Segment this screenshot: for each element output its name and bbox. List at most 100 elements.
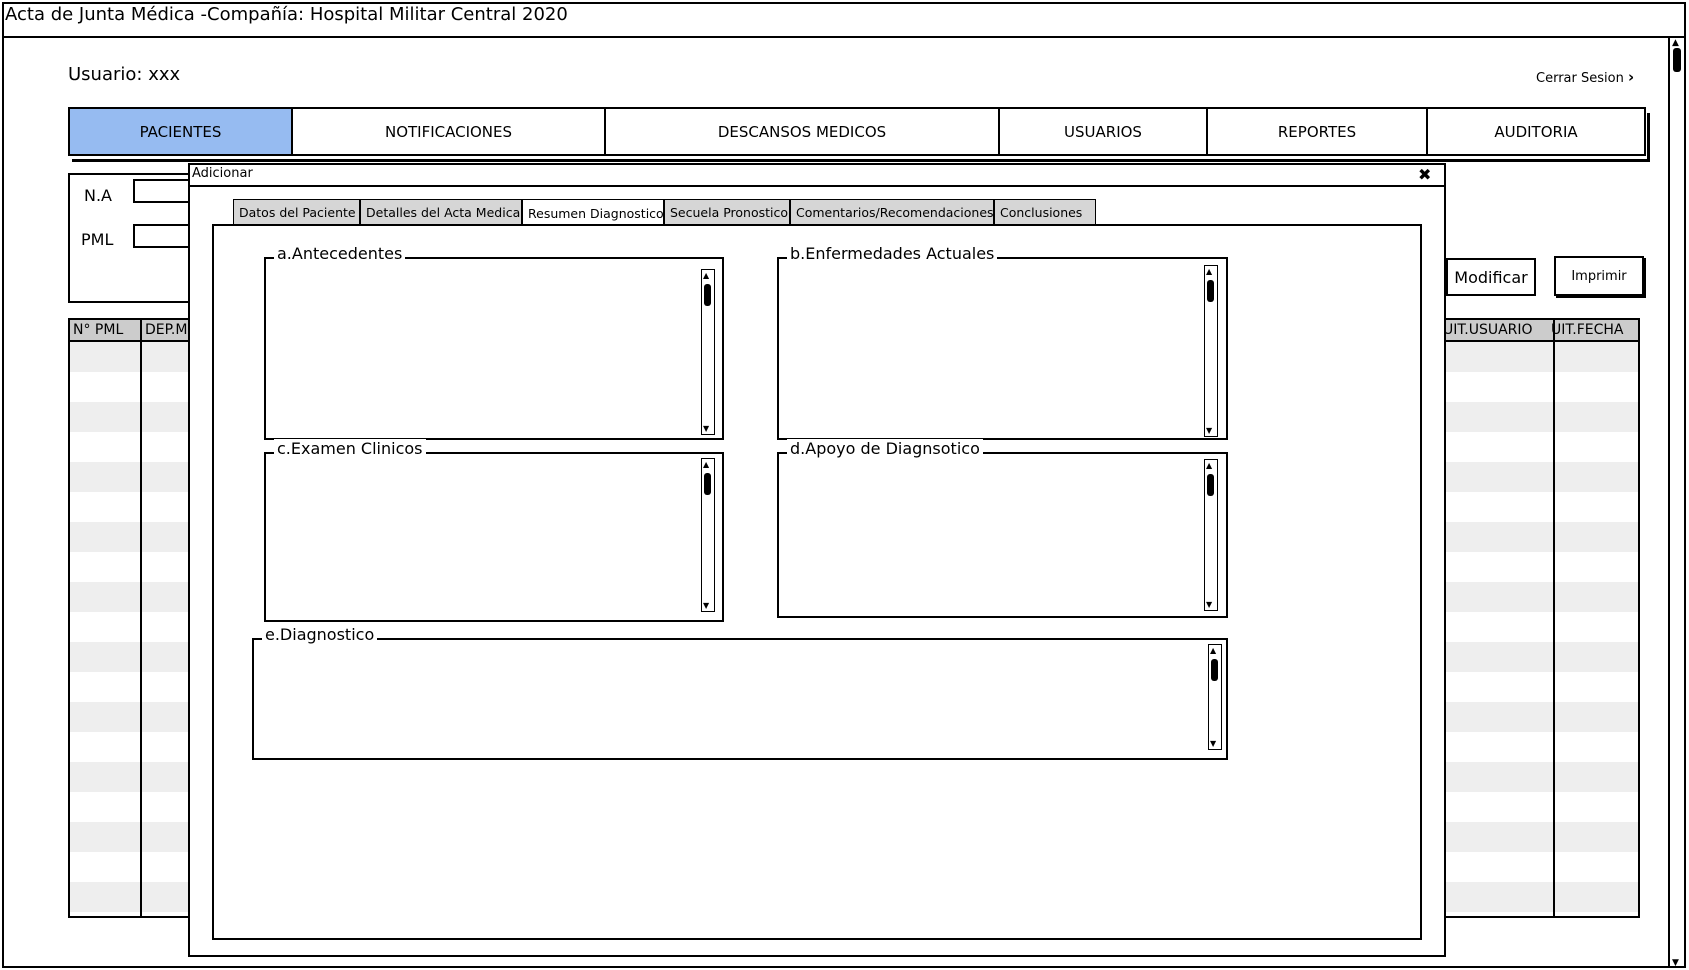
logout-label[interactable]: Cerrar Sesion <box>1536 71 1624 86</box>
table-row[interactable] <box>1440 882 1638 912</box>
table-row[interactable] <box>70 702 188 732</box>
enfermedades-textarea[interactable]: ▲ ▼ <box>777 257 1228 440</box>
table-row[interactable] <box>70 492 188 522</box>
col-header-dep-m[interactable]: DEP.M <box>145 322 188 338</box>
nav-tabs-shadow <box>72 113 1650 162</box>
table-row[interactable] <box>70 582 188 612</box>
diagnostico-textarea[interactable]: ▲ ▼ <box>252 638 1228 760</box>
window-body <box>2 36 1686 968</box>
scroll-thumb[interactable] <box>1207 474 1214 496</box>
scroll-thumb[interactable] <box>704 284 711 306</box>
table-row[interactable] <box>70 372 188 402</box>
scroll-down-icon[interactable]: ▼ <box>1210 739 1217 748</box>
scroll-down-icon[interactable]: ▼ <box>703 424 710 433</box>
col-header-uit-fecha[interactable]: UIT.FECHA <box>1551 322 1624 338</box>
tab-reportes[interactable]: REPORTES <box>1208 109 1428 154</box>
na-input[interactable] <box>133 179 203 203</box>
close-icon[interactable]: ✖ <box>1418 165 1432 184</box>
table-row[interactable] <box>1440 762 1638 792</box>
table-row[interactable] <box>70 342 188 372</box>
scroll-up-icon[interactable]: ▲ <box>703 271 710 280</box>
table-row[interactable] <box>1440 402 1638 432</box>
table-row[interactable] <box>1440 672 1638 702</box>
table-row[interactable] <box>1440 792 1638 822</box>
scroll-up-icon[interactable]: ▲ <box>1210 646 1217 655</box>
scroll-up-icon[interactable]: ▲ <box>1206 267 1213 276</box>
scroll-up-icon[interactable]: ▲ <box>1206 461 1213 470</box>
table-row[interactable] <box>70 552 188 582</box>
modal-tab-datos-paciente[interactable]: Datos del Paciente <box>233 199 360 224</box>
antecedentes-scrollbar[interactable]: ▲ ▼ <box>701 269 715 435</box>
table-row[interactable] <box>70 762 188 792</box>
table-row[interactable] <box>70 822 188 852</box>
table-row[interactable] <box>70 852 188 882</box>
modal-tab-detalles-acta[interactable]: Detalles del Acta Medica <box>360 199 522 224</box>
table-row[interactable] <box>1440 582 1638 612</box>
scroll-up-icon[interactable]: ▲ <box>703 460 710 469</box>
table-row[interactable] <box>70 732 188 762</box>
scroll-down-icon[interactable]: ▼ <box>703 601 710 610</box>
apoyo-scrollbar[interactable]: ▲ ▼ <box>1204 459 1218 611</box>
examen-scrollbar[interactable]: ▲ ▼ <box>701 458 715 612</box>
col-header-nro-pml[interactable]: N° PML <box>73 322 124 338</box>
page-scroll-thumb[interactable] <box>1673 48 1681 72</box>
scroll-thumb[interactable] <box>1211 659 1218 681</box>
table-row[interactable] <box>70 882 188 912</box>
apoyo-label: d.Apoyo de Diagnsotico <box>787 439 983 458</box>
scroll-thumb[interactable] <box>704 473 711 495</box>
table-row[interactable] <box>1440 642 1638 672</box>
logout-link[interactable]: Cerrar Sesion › <box>1536 68 1634 86</box>
diagnostico-scrollbar[interactable]: ▲ ▼ <box>1208 644 1222 750</box>
table-row[interactable] <box>1440 372 1638 402</box>
modal-tab-resumen-diagnostico[interactable]: Resumen Diagnostico <box>522 199 664 226</box>
table-row[interactable] <box>70 522 188 552</box>
modal-tab-conclusiones[interactable]: Conclusiones <box>994 199 1096 224</box>
table-row[interactable] <box>1440 432 1638 462</box>
scroll-down-icon[interactable]: ▼ <box>1206 600 1213 609</box>
table-row[interactable] <box>70 402 188 432</box>
table-row[interactable] <box>1440 492 1638 522</box>
imprimir-button[interactable]: Imprimir <box>1554 256 1644 296</box>
table-row[interactable] <box>1440 522 1638 552</box>
examen-textarea[interactable]: ▲ ▼ <box>264 452 724 622</box>
table-row[interactable] <box>1440 732 1638 762</box>
modal-tab-comentarios[interactable]: Comentarios/Recomendaciones <box>790 199 994 224</box>
column-divider <box>140 318 142 918</box>
window-title-bar <box>2 2 1686 38</box>
table-row[interactable] <box>70 612 188 642</box>
table-row[interactable] <box>1440 822 1638 852</box>
tab-descansos-medicos[interactable]: DESCANSOS MEDICOS <box>606 109 1000 154</box>
table-row[interactable] <box>1440 702 1638 732</box>
col-header-uit-usuario[interactable]: UIT.USUARIO <box>1443 322 1533 338</box>
tab-notificaciones[interactable]: NOTIFICACIONES <box>293 109 606 154</box>
table-row[interactable] <box>70 432 188 462</box>
tab-usuarios[interactable]: USUARIOS <box>1000 109 1208 154</box>
scroll-down-icon[interactable]: ▼ <box>1672 958 1679 968</box>
na-label: N.A <box>84 186 112 205</box>
modal-tab-secuela-pronostico[interactable]: Secuela Pronostico <box>664 199 790 224</box>
apoyo-textarea[interactable]: ▲ ▼ <box>777 452 1228 618</box>
table-row[interactable] <box>70 792 188 822</box>
tab-pacientes[interactable]: PACIENTES <box>70 109 293 154</box>
table-header-row: N° PML DEP.M <box>70 320 188 342</box>
enfermedades-scrollbar[interactable]: ▲ ▼ <box>1204 265 1218 437</box>
antecedentes-textarea[interactable]: ▲ ▼ <box>264 257 724 440</box>
table-row[interactable] <box>1440 612 1638 642</box>
page-scrollbar[interactable]: ▲ ▼ <box>1668 38 1684 968</box>
scroll-down-icon[interactable]: ▼ <box>1206 426 1213 435</box>
user-label: Usuario: xxx <box>68 64 181 85</box>
pml-input[interactable] <box>133 224 203 248</box>
table-row[interactable] <box>70 462 188 492</box>
table-row[interactable] <box>1440 462 1638 492</box>
scroll-thumb[interactable] <box>1207 280 1214 302</box>
table-row[interactable] <box>1440 852 1638 882</box>
table-row[interactable] <box>1440 342 1638 372</box>
table-row[interactable] <box>70 672 188 702</box>
table-row[interactable] <box>70 642 188 672</box>
modal-title: Adicionar <box>192 166 253 181</box>
modificar-button[interactable]: Modificar <box>1446 258 1536 296</box>
tab-auditoria[interactable]: AUDITORIA <box>1494 122 1578 141</box>
table-row[interactable] <box>1440 552 1638 582</box>
pml-label: PML <box>81 230 114 249</box>
scroll-up-icon[interactable]: ▲ <box>1672 38 1679 48</box>
